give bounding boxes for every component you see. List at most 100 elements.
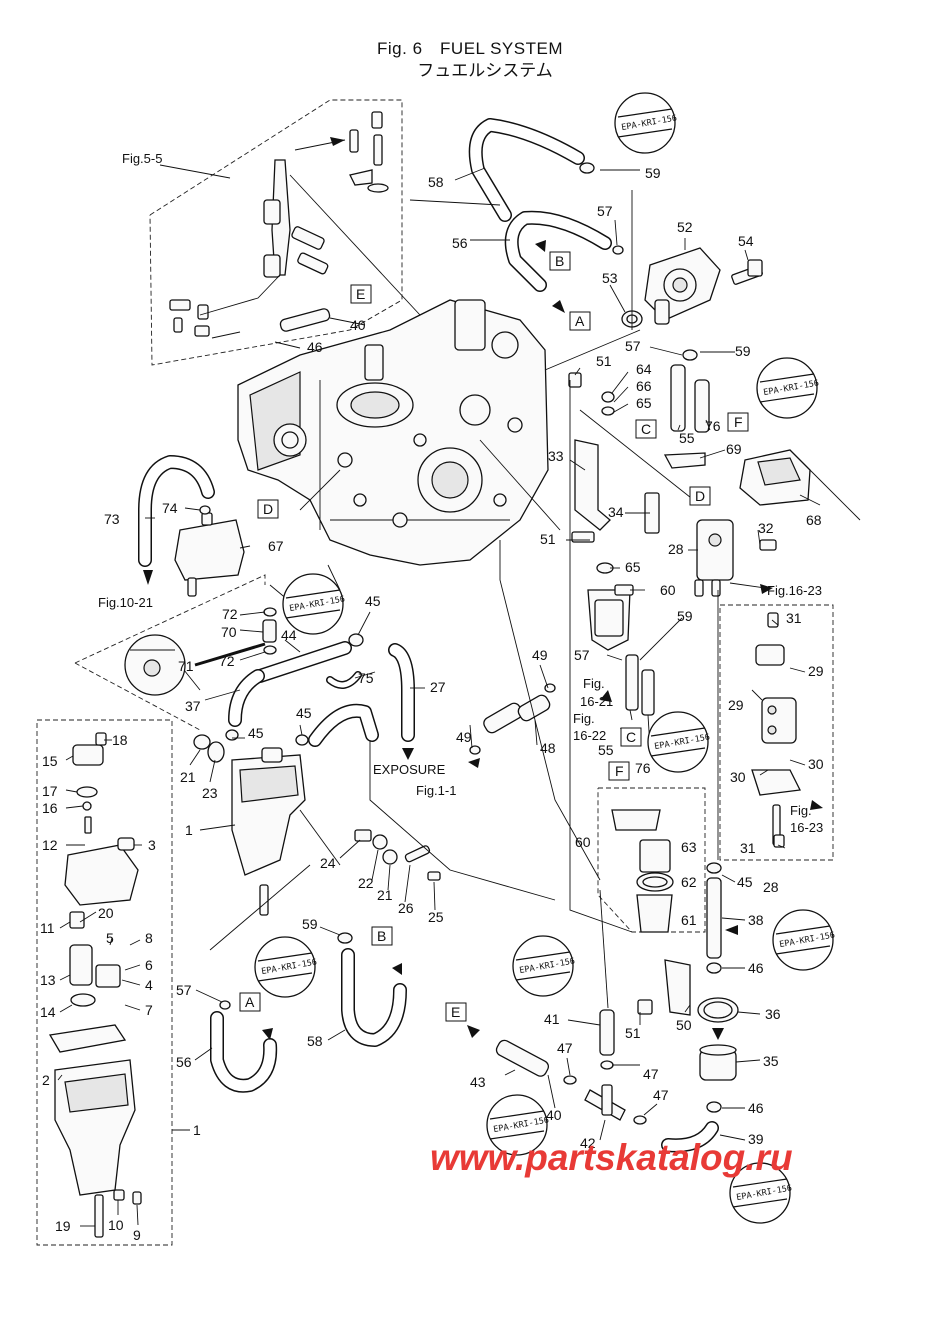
inset-detail-71 [124, 634, 186, 696]
connector-box-c-mid: C [620, 727, 642, 747]
connector-box-e-bottom: E [445, 1002, 467, 1022]
vent-canister [174, 512, 245, 597]
part-number: 57 [597, 203, 613, 219]
connector-box-b-bottom: B [371, 926, 393, 946]
high-pressure-pump [644, 247, 721, 325]
part-number: 51 [596, 353, 612, 369]
part-number: 27 [430, 679, 446, 695]
part-number: 61 [681, 912, 697, 928]
part-number: 57 [574, 647, 590, 663]
part-number: 30 [730, 769, 746, 785]
connector-label: C [641, 421, 651, 437]
part-number: 71 [178, 658, 194, 674]
part-number: 58 [307, 1033, 323, 1049]
connector-box-d-right: D [689, 486, 711, 506]
connector-label: A [575, 313, 585, 329]
connector-box-d-left: D [257, 499, 279, 519]
part-number: 65 [636, 395, 652, 411]
part-number: 35 [763, 1053, 779, 1069]
ref-fig-16-22-line1: Fig. [573, 711, 595, 726]
part-number: 6 [145, 957, 153, 973]
part-number: 74 [162, 500, 178, 516]
part-number: 23 [202, 785, 218, 801]
part-number: 67 [268, 538, 284, 554]
part-number: 33 [548, 448, 564, 464]
connector-label: E [356, 286, 365, 302]
part-number: 51 [540, 531, 556, 547]
part-number: 26 [398, 900, 414, 916]
epa-stamp: EPA-KRI-156 [282, 573, 346, 635]
part-number: 2 [42, 1072, 50, 1088]
connector-box-a-top: A [569, 311, 591, 331]
part-number: 34 [608, 504, 624, 520]
part-number: 16 [42, 800, 58, 816]
figure-references: Fig.5-5 Fig.10-21 Fig.16-23 Fig. 16-21 F… [98, 151, 823, 835]
ref-fig-16-23-b-line2: 16-23 [790, 820, 823, 835]
part-number: 25 [428, 909, 444, 925]
part-number: 32 [758, 520, 774, 536]
ref-fig-16-21-line1: Fig. [583, 676, 605, 691]
part-number: 40 [546, 1107, 562, 1123]
ref-exposure: EXPOSURE [373, 762, 446, 777]
ref-fig-1-1: Fig.1-1 [416, 783, 456, 798]
part-number: 62 [681, 874, 697, 890]
part-number: 24 [320, 855, 336, 871]
figure-title: Fig. 6 FUEL SYSTEM [377, 39, 563, 58]
part-number: 70 [221, 624, 237, 640]
part-number: 55 [598, 742, 614, 758]
part-number: 7 [145, 1002, 153, 1018]
part-number: 46 [748, 1100, 764, 1116]
part-number: 11 [40, 920, 55, 936]
part-number: 20 [98, 905, 114, 921]
connector-box-f-top: F [727, 412, 749, 432]
part-number: 17 [42, 783, 58, 799]
part-number: 76 [705, 418, 721, 434]
ref-fig-5-5: Fig.5-5 [122, 151, 162, 166]
part-number: 19 [55, 1218, 71, 1234]
part-number: 5 [106, 930, 114, 946]
connector-label: B [555, 253, 564, 269]
epa-stamp: EPA-KRI-156 [254, 936, 318, 998]
part-number: 54 [738, 233, 754, 249]
part-number: 57 [625, 338, 641, 354]
part-number: 53 [602, 270, 618, 286]
connector-box-a-bottom: A [239, 992, 261, 1012]
ref-fig-10-21: Fig.10-21 [98, 595, 153, 610]
part-number: 10 [108, 1217, 124, 1233]
epa-stamp: EPA-KRI-156 [772, 909, 836, 971]
epa-stamp: EPA-KRI-156 [614, 92, 678, 154]
hoses [138, 118, 719, 1153]
part-number: 21 [377, 887, 393, 903]
connector-label: A [245, 994, 255, 1010]
part-number: 65 [625, 559, 641, 575]
part-number: 49 [456, 729, 472, 745]
part-number: 8 [145, 930, 153, 946]
part-number: 46 [307, 339, 323, 355]
part-number: 1 [185, 822, 193, 838]
ref-fig-16-23: Fig.16-23 [767, 583, 822, 598]
part-number: 57 [176, 982, 192, 998]
leader-lines [57, 164, 861, 1227]
part-number: 45 [737, 874, 753, 890]
part-number: 75 [358, 670, 374, 686]
part-number: 56 [452, 235, 468, 251]
part-number: 39 [748, 1131, 764, 1147]
part-number: 72 [222, 606, 238, 622]
part-number: 18 [112, 732, 128, 748]
low-pressure-fuel-pump [694, 519, 734, 597]
epa-stamp: EPA-KRI-156 [756, 357, 820, 419]
connector-boxes: E B A C F D D C F B A E [239, 251, 749, 1022]
part-number: 76 [635, 760, 651, 776]
part-number: 60 [660, 582, 676, 598]
part-number: 28 [668, 541, 684, 557]
part-number: 51 [625, 1025, 641, 1041]
part-number: 14 [40, 1004, 56, 1020]
part-number: 69 [726, 441, 742, 457]
part-number: 31 [786, 610, 802, 626]
part-number: 60 [575, 834, 591, 850]
part-number: 45 [365, 593, 381, 609]
epa-stamps: EPA-KRI-156 EPA-KRI-156 EPA-KRI-156 EPA-… [254, 92, 836, 1224]
part-number: 46 [748, 960, 764, 976]
part-number: 41 [544, 1011, 560, 1027]
